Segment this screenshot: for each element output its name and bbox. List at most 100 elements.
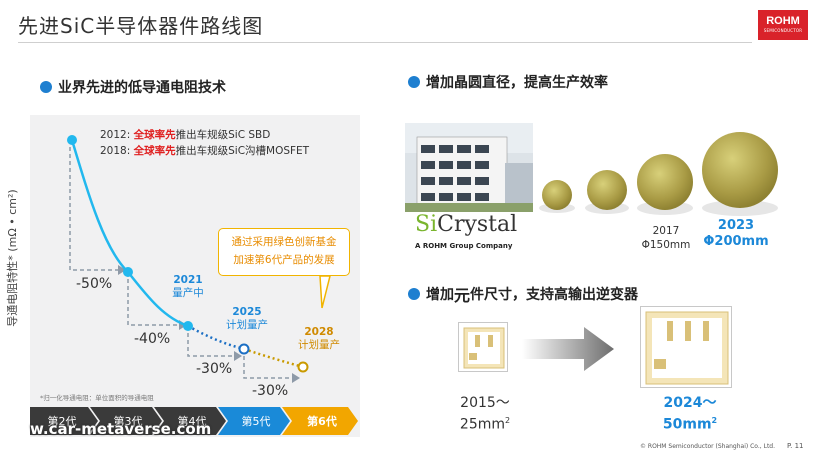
wafer-2023-size: Φ200mm <box>703 234 769 249</box>
green-fund-callout: 通过采用绿色创新基金 加速第6代产品的发展 <box>218 228 350 276</box>
callout-line-1: 通过采用绿色创新基金 <box>231 236 337 248</box>
generation-bar <box>30 407 358 435</box>
reduction-label-2: -40% <box>134 331 171 347</box>
ann-2012-rest: 推出车规级SiC SBD <box>175 129 271 141</box>
chip-2015-label: 2015～ 25mm2 <box>450 394 520 434</box>
step-arrow-4 <box>292 373 300 383</box>
element-heading-post: 件尺寸，支持高输出逆变器 <box>470 287 639 303</box>
reduction-label-1: -50% <box>76 276 113 292</box>
rohm-logo: ROHM SEMICONDUCTOR <box>758 10 808 40</box>
gen-3-chevron <box>90 407 162 435</box>
step-arrow-1 <box>118 265 126 275</box>
label-2028: 2028 计划量产 <box>294 326 344 352</box>
roadmap-chart-panel <box>30 115 360 437</box>
reduction-label-4: -30% <box>252 383 289 399</box>
step-line-1 <box>69 140 122 271</box>
wafer-2023-year: 2023 <box>717 218 755 233</box>
chip-2024-pattern <box>645 311 729 385</box>
callout-tail <box>319 275 331 309</box>
wafer-label-2023: 2023 Φ200mm <box>696 218 776 250</box>
label-2021-year: 2021 <box>173 274 203 286</box>
step-line-2 <box>127 272 183 326</box>
ann-2018-rest: 推出车规级SiC沟槽MOSFET <box>175 145 310 157</box>
bullet-dot-icon <box>408 76 420 88</box>
gen-3-label: 第3代 <box>113 415 143 428</box>
point-2021b <box>183 321 193 331</box>
copyright: © ROHM Semiconductor (Shanghai) Co., Ltd… <box>640 443 776 450</box>
wafer-2017-year: 2017 <box>652 225 680 237</box>
gen-2-chevron <box>30 407 98 435</box>
sicrystal-subtitle: A ROHM Group Company <box>415 242 513 250</box>
gen-2-label: 第2代 <box>47 415 77 428</box>
gen-4-chevron <box>154 407 226 435</box>
label-2021: 2021 量产中 <box>168 274 208 300</box>
gen-6-chevron <box>282 407 358 435</box>
wafer-2017-size: Φ150mm <box>641 239 691 251</box>
wafer-section-heading: 增加晶圆直径，提高生产效率 <box>408 72 608 92</box>
point-2021 <box>123 267 133 277</box>
chip-2024-label: 2024～ 50mm2 <box>650 394 730 434</box>
chip-2015 <box>458 322 508 372</box>
point-2028 <box>297 361 309 373</box>
reduction-label-3: -30% <box>196 361 233 377</box>
wafer-sphere-4 <box>702 132 778 208</box>
annotation-2012: 2012: 全球率先推出车规级SiC SBD <box>100 127 270 142</box>
sicrystal-wordmark: SiCrystal <box>415 212 517 237</box>
gen-6-label: 第6代 <box>307 415 337 428</box>
chip-2015-size: 25mm <box>459 416 505 433</box>
step-arrow-3 <box>234 351 242 361</box>
page-title: 先进SiC半导体器件路线图 <box>18 14 264 38</box>
logo-subtext: SEMICONDUCTOR <box>763 28 803 33</box>
left-section-heading: 业界先进的低导通电阻技术 <box>40 77 226 97</box>
page-number: P. 11 <box>787 442 804 450</box>
left-heading-text: 业界先进的低导通电阻技术 <box>58 80 226 96</box>
footnote: *归一化导通电阻：单位面积的导通电阻 <box>40 394 154 402</box>
label-2028-status: 计划量产 <box>298 339 340 351</box>
element-heading-big: 元 <box>454 286 471 305</box>
chip-2024-unit-sup: 2 <box>711 416 718 425</box>
chip-2024 <box>640 306 732 388</box>
title-divider <box>18 42 752 43</box>
wafer-sphere-3 <box>637 154 693 210</box>
bullet-dot-icon <box>40 81 52 93</box>
element-heading-pre: 增加 <box>426 287 454 303</box>
chip-2015-year: 2015～ <box>460 395 510 411</box>
step-line-4 <box>243 349 296 379</box>
chip-2015-pattern <box>463 327 505 369</box>
ann-2012-year: 2012: <box>100 129 134 141</box>
wafer-heading-text: 增加晶圆直径，提高生产效率 <box>426 75 608 91</box>
watermark: w.car-metaverse.com <box>30 420 212 438</box>
growth-arrow-icon <box>522 327 614 371</box>
sicrystal-word-si: Si <box>415 212 438 237</box>
logo-text: ROHM <box>766 15 800 27</box>
label-2028-year: 2028 <box>304 326 334 338</box>
label-2025: 2025 计划量产 <box>222 306 272 332</box>
gen-5-chevron <box>218 407 290 435</box>
chip-2015-unit-sup: 2 <box>505 416 511 425</box>
wafer-sphere-2 <box>587 170 627 210</box>
sicrystal-logo: SiCrystal A ROHM Group Company <box>405 212 533 252</box>
step-line-3 <box>187 326 238 357</box>
wafer-sphere-1 <box>542 180 572 210</box>
sicrystal-word-crystal: Crystal <box>437 212 518 237</box>
factory-building-image <box>405 123 533 213</box>
element-section-heading: 增加元件尺寸，支持高输出逆变器 <box>408 282 638 306</box>
gen-4-label: 第4代 <box>177 415 207 428</box>
label-2025-status: 计划量产 <box>226 319 268 331</box>
label-2021-status: 量产中 <box>172 287 204 299</box>
ann-2012-highlight: 全球率先 <box>133 129 176 141</box>
chip-2024-year: 2024～ <box>663 395 717 411</box>
label-2025-year: 2025 <box>232 306 262 318</box>
annotation-2018: 2018: 全球率先推出车规级SiC沟槽MOSFET <box>100 143 309 158</box>
gen-5-label: 第5代 <box>241 415 271 428</box>
ann-2018-year: 2018: <box>100 145 134 157</box>
callout-line-2: 加速第6代产品的发展 <box>233 254 335 266</box>
chip-2024-size: 50mm <box>662 416 712 433</box>
point-2025 <box>238 343 250 355</box>
ann-2018-highlight: 全球率先 <box>133 145 176 157</box>
wafer-spheres-graphic <box>539 132 778 216</box>
wafer-label-2017: 2017 Φ150mm <box>636 224 696 252</box>
bullet-dot-icon <box>408 288 420 300</box>
point-2012 <box>67 135 77 145</box>
